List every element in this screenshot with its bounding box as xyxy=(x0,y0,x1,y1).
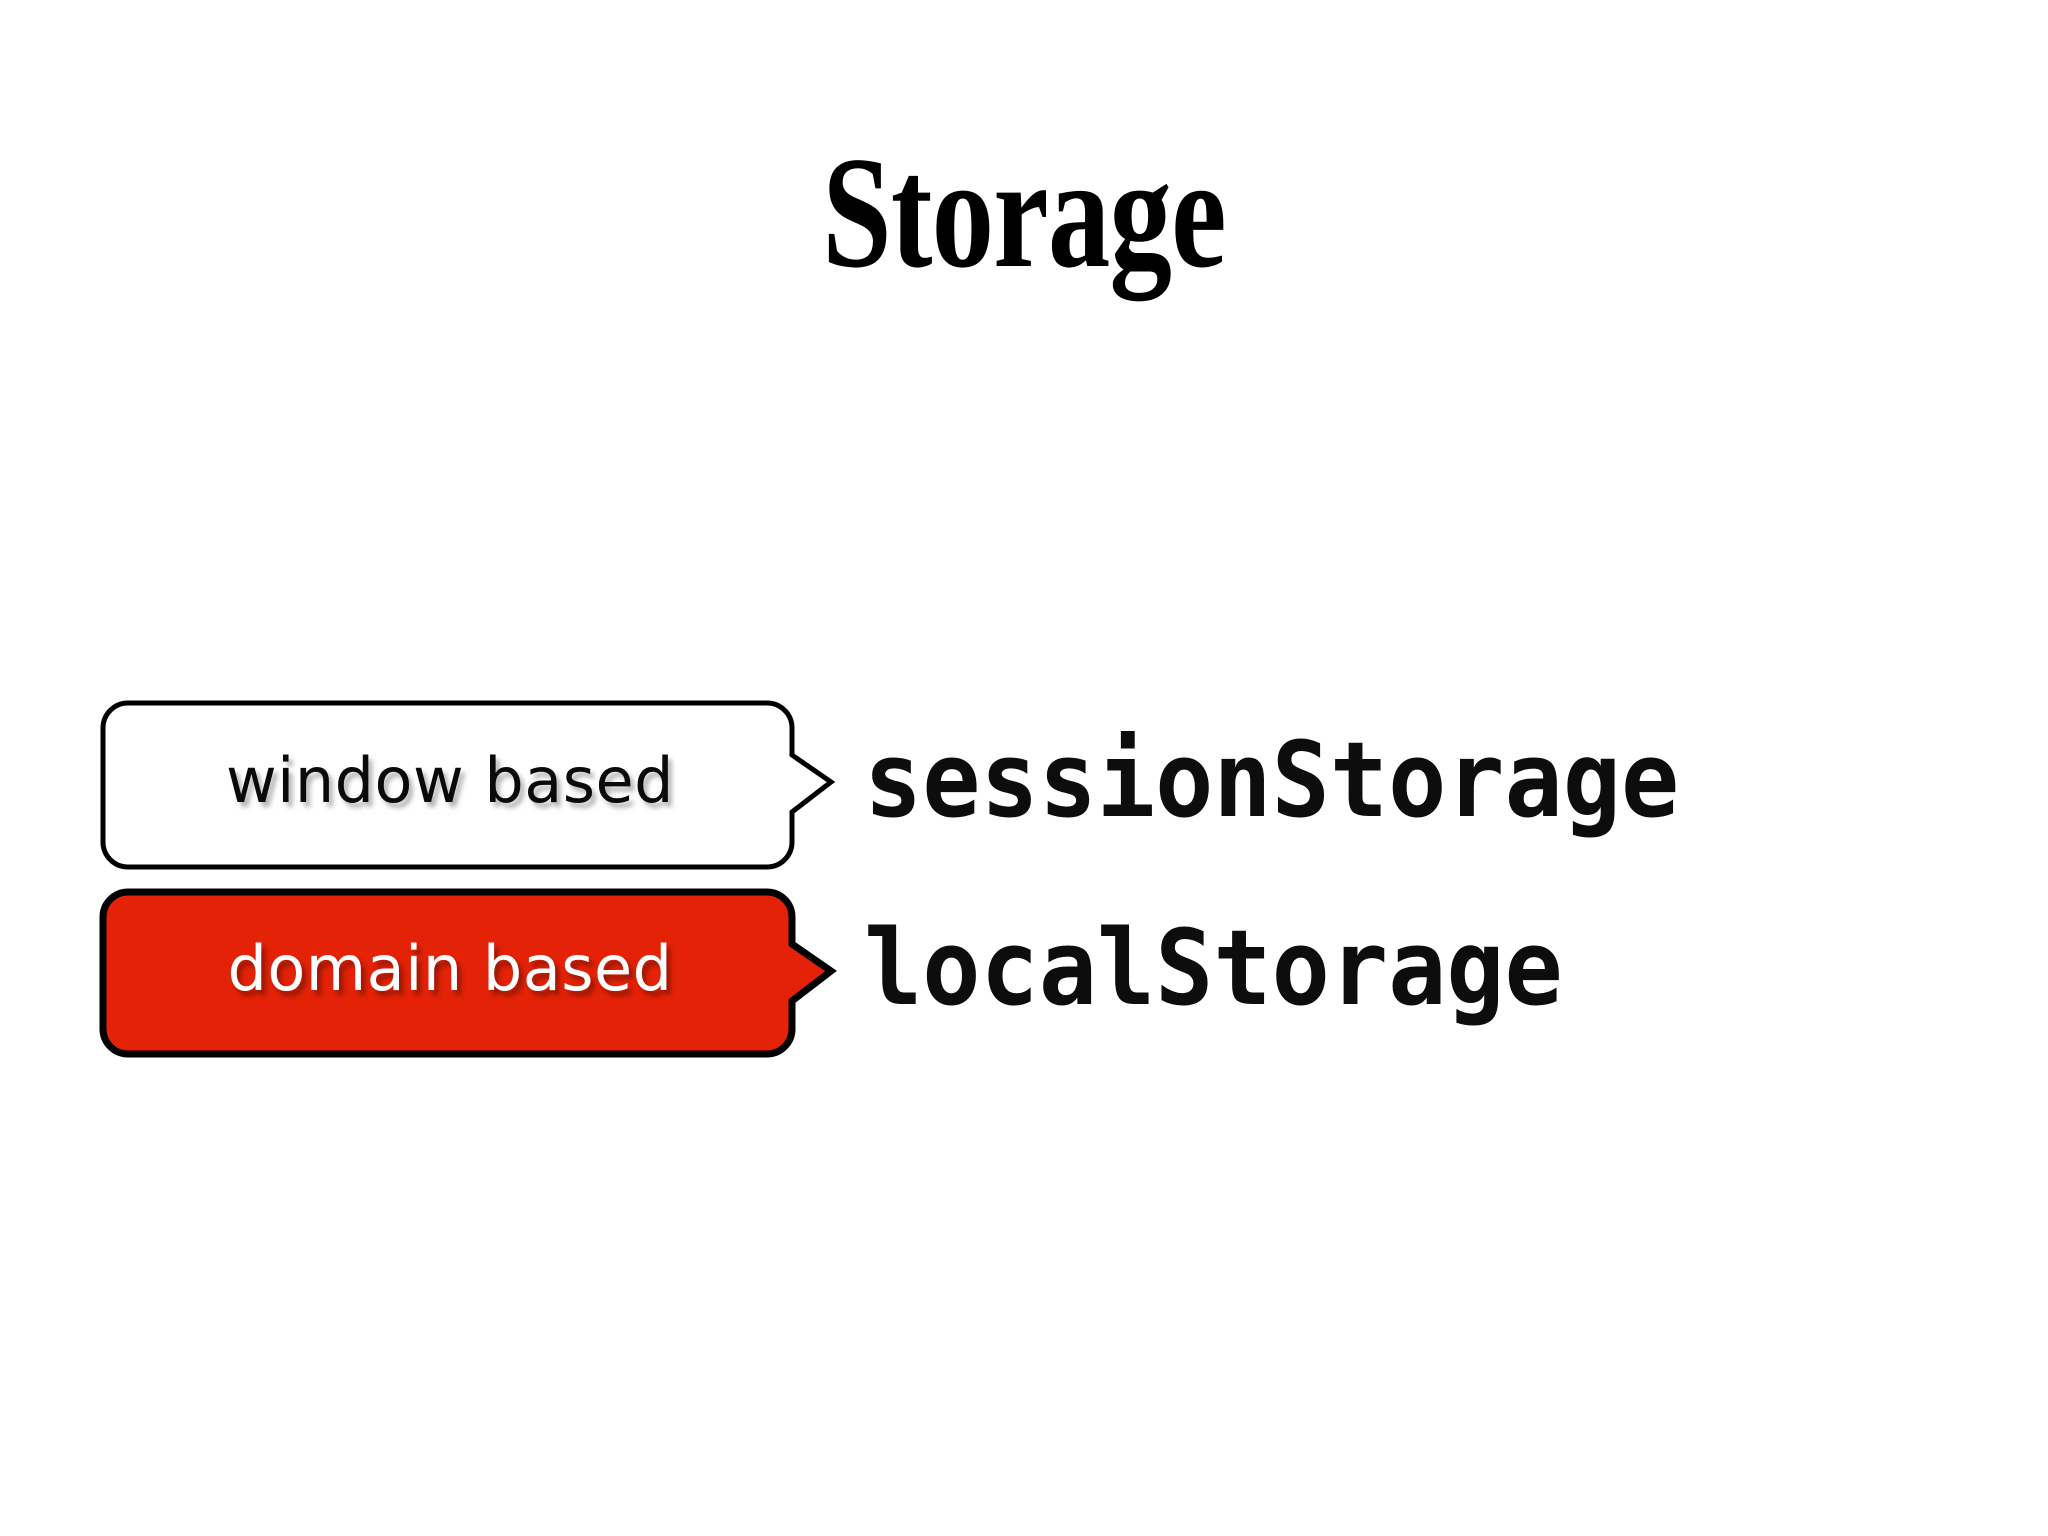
page-title: Storage xyxy=(822,123,1226,301)
callout-shape-icon xyxy=(100,700,836,870)
code-label-session-storage: sessionStorage xyxy=(864,719,1680,841)
callout-window-based[interactable]: window based xyxy=(100,700,836,870)
code-label-local-storage: localStorage xyxy=(864,907,1563,1029)
callout-domain-based[interactable]: domain based xyxy=(99,888,837,1058)
storage-row-session: window based sessionStorage xyxy=(100,700,1741,870)
storage-row-local: domain based localStorage xyxy=(99,888,1615,1058)
callout-shape-icon xyxy=(99,888,837,1058)
